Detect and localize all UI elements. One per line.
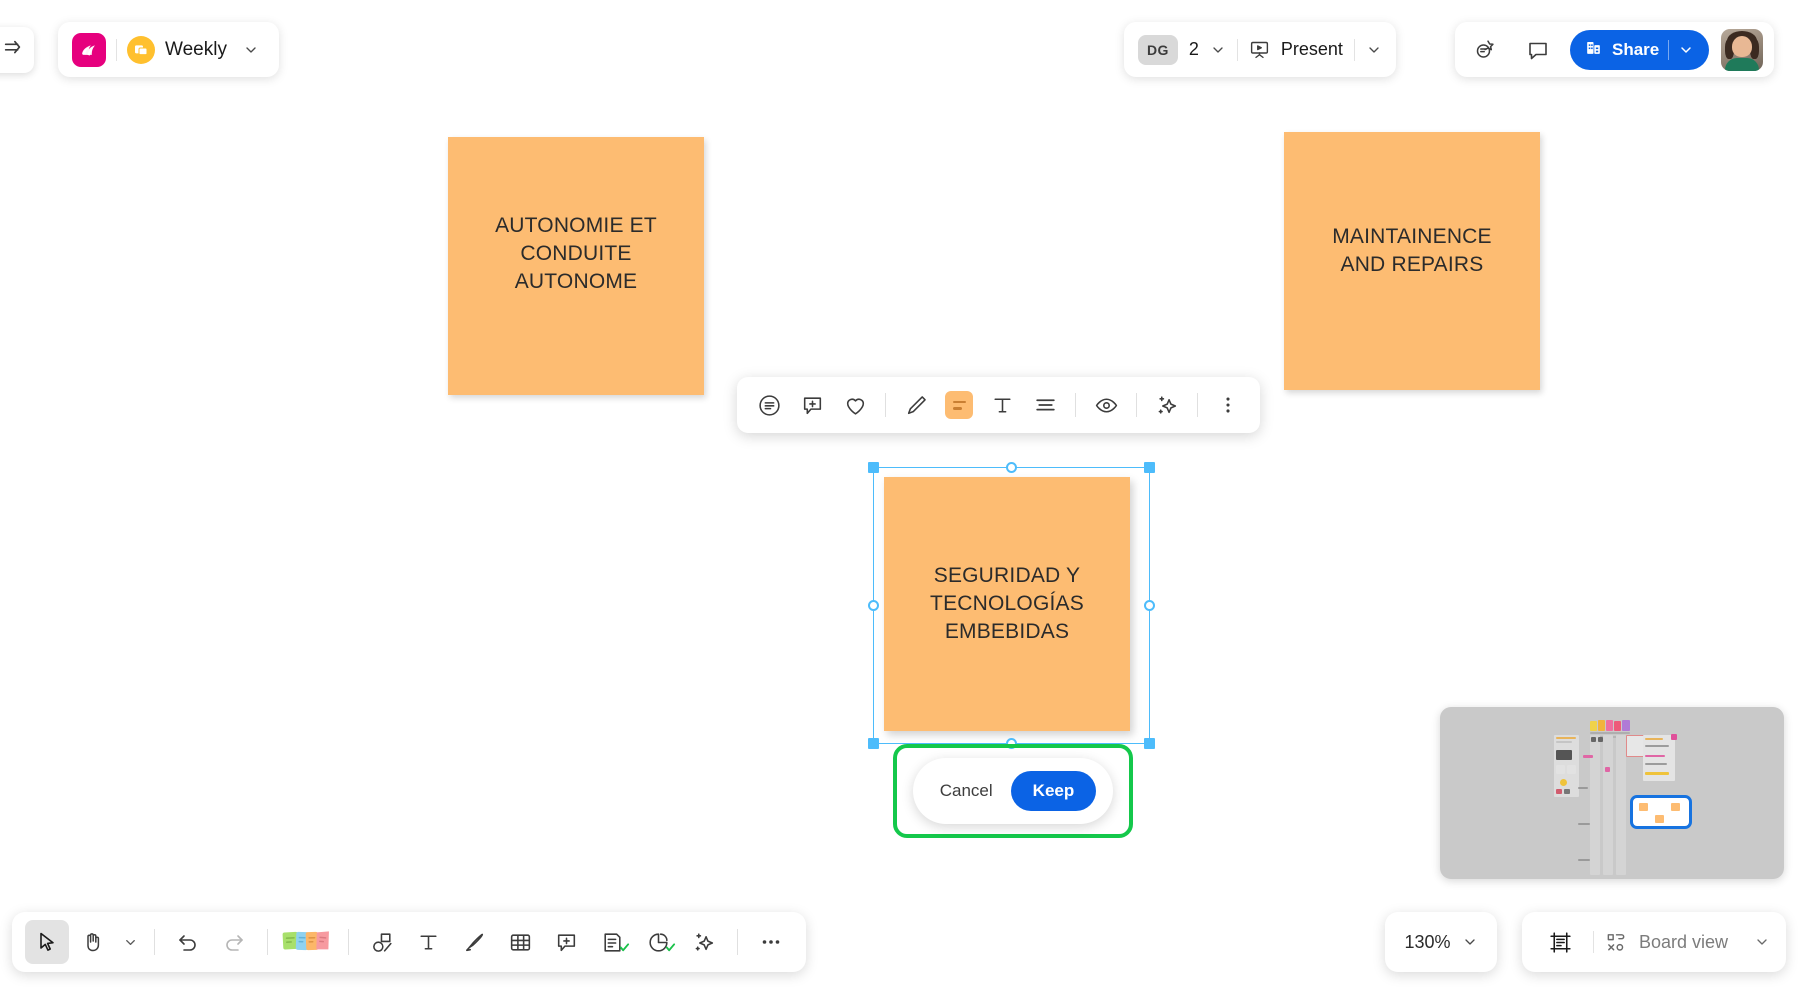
- sticky-note-text: MAINTAINENCE AND REPAIRS: [1332, 225, 1492, 276]
- add-comment-icon[interactable]: [792, 385, 832, 425]
- board-info-pill: Weekly: [58, 22, 279, 77]
- shapes-tool[interactable]: [360, 920, 404, 964]
- apps-integrations-tool[interactable]: [636, 920, 680, 964]
- pen-tool[interactable]: [452, 920, 496, 964]
- redo-button[interactable]: [212, 920, 256, 964]
- divider: [348, 929, 349, 955]
- table-tool[interactable]: [498, 920, 542, 964]
- chevron-down-icon[interactable]: [237, 42, 265, 58]
- present-button-label[interactable]: Present: [1280, 39, 1343, 59]
- chevron-down-icon[interactable]: [1366, 42, 1382, 58]
- avatar-hair-right: [1750, 38, 1760, 59]
- divider: [1075, 393, 1076, 417]
- sticky-note-autonomie[interactable]: AUTONOMIE ET CONDUITE AUTONOME: [448, 137, 704, 395]
- share-button-label: Share: [1612, 39, 1660, 59]
- divider: [1236, 38, 1238, 61]
- resize-handle-left-middle[interactable]: [868, 599, 879, 611]
- collaboration-pill: DG 2 Present: [1124, 22, 1396, 77]
- board-view-icon: [1605, 931, 1628, 954]
- sticky-note-maintenance[interactable]: MAINTAINENCE AND REPAIRS: [1284, 132, 1540, 390]
- board-name-label[interactable]: Weekly: [165, 38, 227, 60]
- green-check-icon: [665, 940, 676, 958]
- text-format-icon[interactable]: [982, 385, 1022, 425]
- resize-handle-right-middle[interactable]: [1144, 599, 1155, 611]
- ai-sparkle-tool[interactable]: [682, 920, 726, 964]
- chevron-down-icon[interactable]: [1754, 934, 1770, 950]
- sticky-context-toolbar: [737, 377, 1260, 433]
- comment-tool[interactable]: [544, 920, 588, 964]
- board-minimap[interactable]: [1440, 707, 1784, 879]
- fit-to-frame-icon[interactable]: [1538, 920, 1582, 964]
- sticky-note-text: SEGURIDAD Y TECNOLOGÍAS EMBEBIDAS: [930, 564, 1084, 643]
- main-toolbar: [12, 912, 806, 972]
- sticky-note-seguridad-selected[interactable]: SEGURIDAD Y TECNOLOGÍAS EMBEBIDAS: [884, 477, 1130, 731]
- resize-handle-bottom-left[interactable]: [868, 738, 879, 749]
- cancel-button[interactable]: Cancel: [939, 781, 993, 800]
- divider: [267, 929, 268, 955]
- heart-reaction-icon[interactable]: [835, 385, 875, 425]
- text-align-icon[interactable]: [1025, 385, 1065, 425]
- undo-button[interactable]: [166, 920, 210, 964]
- actions-pill: Share: [1455, 22, 1775, 77]
- collaborator-initials-badge[interactable]: DG: [1138, 34, 1178, 65]
- resize-handle-top-right[interactable]: [1144, 462, 1155, 473]
- chevron-down-icon[interactable]: [1210, 42, 1226, 58]
- resize-handle-bottom-right[interactable]: [1144, 738, 1155, 749]
- keep-button[interactable]: Keep: [1010, 771, 1097, 811]
- user-avatar[interactable]: [1721, 28, 1764, 71]
- comment-bubble-icon[interactable]: [1518, 30, 1558, 70]
- green-check-icon: [619, 940, 630, 958]
- collaborator-count: 2: [1188, 39, 1199, 59]
- color-swatch-icon[interactable]: [939, 385, 979, 425]
- chevron-down-icon[interactable]: [1678, 42, 1699, 58]
- zoom-level-label: 130%: [1404, 931, 1451, 952]
- hide-reveal-icon[interactable]: [1086, 385, 1126, 425]
- feedback-star-icon[interactable]: [1466, 30, 1506, 70]
- sticky-note-style-icon[interactable]: [749, 385, 789, 425]
- sidebar-toggle-button[interactable]: [0, 27, 34, 73]
- ai-confirm-popup: Cancel Keep: [913, 758, 1113, 824]
- divider: [116, 38, 117, 61]
- divider: [1593, 931, 1594, 953]
- avatar-hair-left: [1725, 38, 1735, 59]
- share-company-icon: [1584, 38, 1603, 62]
- resize-handle-top-middle[interactable]: [1005, 462, 1017, 473]
- chevron-down-icon[interactable]: [1462, 934, 1478, 950]
- board-view-label[interactable]: Board view: [1639, 931, 1729, 952]
- divider: [154, 929, 155, 955]
- share-button[interactable]: Share: [1570, 29, 1710, 70]
- pen-edit-icon[interactable]: [896, 385, 936, 425]
- avatar-body: [1725, 57, 1760, 71]
- sticky-notes-tool[interactable]: [279, 920, 337, 964]
- present-screen-icon[interactable]: [1249, 39, 1270, 60]
- ai-sparkle-icon[interactable]: [1147, 385, 1187, 425]
- resize-handle-bottom-middle[interactable]: [1005, 738, 1017, 749]
- avatar-face: [1732, 35, 1753, 57]
- resize-handle-top-left[interactable]: [868, 462, 879, 473]
- text-tool[interactable]: [406, 920, 450, 964]
- zoom-control[interactable]: 130%: [1385, 912, 1497, 972]
- more-options-icon[interactable]: [1208, 385, 1248, 425]
- sticky-note-text: AUTONOMIE ET CONDUITE AUTONOME: [495, 214, 657, 293]
- divider: [1668, 39, 1670, 60]
- divider: [1197, 393, 1198, 417]
- divider: [1353, 38, 1355, 61]
- more-tools-icon[interactable]: [749, 920, 793, 964]
- panel-expand-icon: [2, 37, 24, 64]
- divider: [1136, 393, 1137, 417]
- tools-chevron-icon[interactable]: [117, 920, 143, 964]
- frame-template-tool[interactable]: [590, 920, 634, 964]
- hand-pan-tool[interactable]: [71, 920, 115, 964]
- minimap-viewport[interactable]: [1630, 795, 1692, 829]
- cursor-select-tool[interactable]: [25, 920, 69, 964]
- divider: [737, 929, 738, 955]
- view-mode-control: Board view: [1522, 912, 1786, 972]
- board-folder-icon[interactable]: [127, 35, 155, 64]
- miro-logo-icon[interactable]: [72, 32, 106, 67]
- current-color-orange: [945, 391, 973, 419]
- divider: [885, 393, 886, 417]
